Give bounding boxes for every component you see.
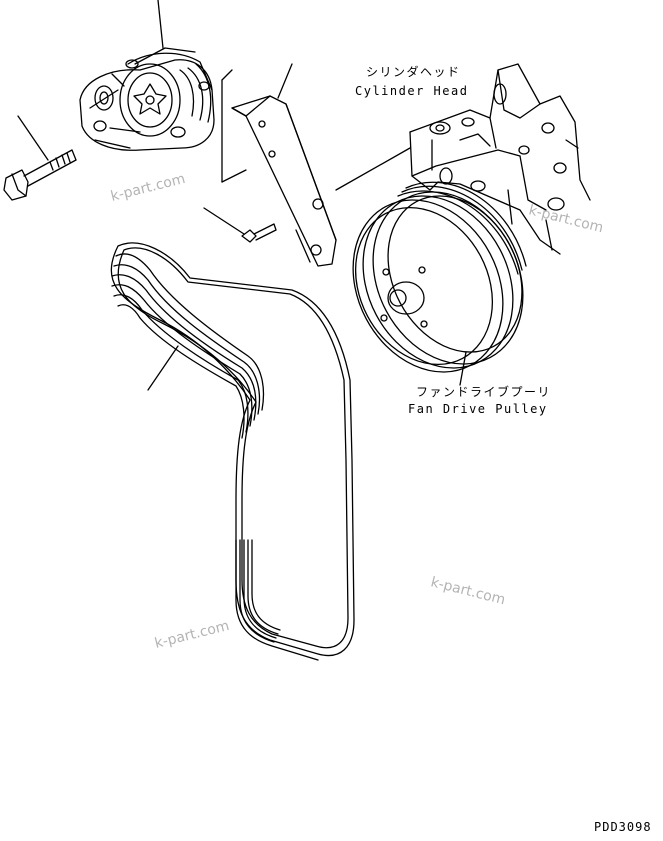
cylinder-head-label-jp: シリンダヘッド [366, 65, 461, 79]
watermark: k-part.com [109, 171, 187, 205]
screw [203, 207, 277, 243]
cylinder-head-label-en: Cylinder Head [355, 84, 469, 98]
belt-tensioner [79, 0, 215, 151]
drawing-code: PDD3098 [594, 820, 652, 834]
fan-pulley-label-jp: ファンドライブプーリ [416, 385, 552, 399]
watermark: k-part.com [527, 202, 605, 236]
watermark: k-part.com [429, 574, 507, 608]
v-ribbed-belt [110, 242, 355, 661]
fan-drive-pulley [352, 181, 527, 386]
bolt [3, 115, 77, 201]
bracket-plate [221, 63, 337, 267]
watermark: k-part.com [153, 618, 231, 652]
fan-pulley-label-en: Fan Drive Pulley [408, 402, 548, 416]
